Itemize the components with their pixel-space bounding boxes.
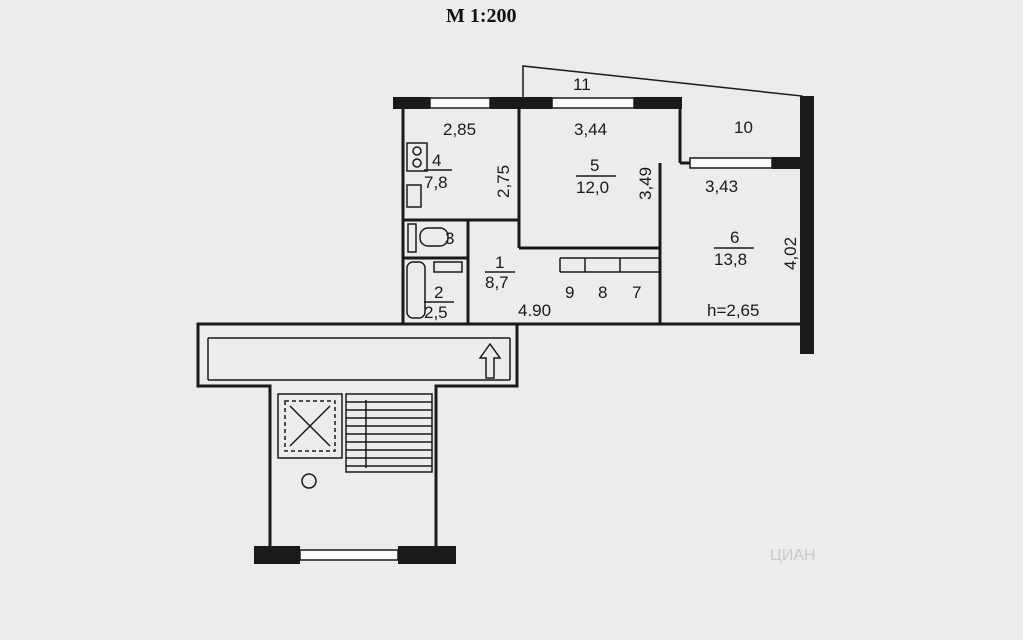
- room-5-number: 5: [590, 156, 599, 175]
- room-1-number: 1: [495, 253, 504, 272]
- room-9-number: 9: [565, 283, 574, 302]
- room-3-number: 3: [445, 229, 454, 248]
- entrance-arrow-icon: [478, 342, 502, 379]
- window-landing: [299, 549, 399, 561]
- room-6-number: 6: [730, 228, 739, 247]
- room-6-area: 13,8: [714, 250, 747, 269]
- elevator-shaft: [277, 393, 343, 459]
- room-6-width: 3,43: [705, 177, 738, 196]
- room-6-depth: 4,02: [781, 237, 800, 270]
- kitchen-sink-icon: [406, 184, 422, 208]
- window-kitchen: [429, 97, 491, 109]
- room-2-number: 2: [434, 283, 443, 302]
- room-11-number: 11: [573, 75, 591, 94]
- watermark: ЦИАН: [770, 547, 816, 564]
- balcony-wall: [800, 96, 814, 354]
- room-4-depth: 2,75: [494, 165, 513, 198]
- room-10-number: 10: [734, 118, 753, 137]
- ceiling-height: h=2,65: [707, 301, 759, 320]
- chute-icon: [301, 473, 317, 489]
- kitchen-stove-icon: [406, 142, 428, 172]
- toilet-icon: [407, 223, 449, 253]
- room-7-number: 7: [632, 283, 641, 302]
- room-2-area: 2,5: [424, 303, 448, 322]
- bathtub-icon: [406, 261, 463, 319]
- room-1-dim: 4.90: [518, 301, 551, 320]
- staircase: [345, 393, 433, 473]
- scale-label: M 1:200: [446, 5, 517, 27]
- room-4-width: 2,85: [443, 120, 476, 139]
- stair-landing: [196, 322, 519, 546]
- room-5-width: 3,44: [574, 120, 607, 139]
- window-room-5: [551, 97, 635, 109]
- room-5-depth: 3,49: [636, 167, 655, 200]
- room-1-area: 8,7: [485, 273, 509, 292]
- room-4-number: 4: [432, 151, 441, 170]
- room-4-area: 7,8: [424, 173, 448, 192]
- room-5-area: 12,0: [576, 178, 609, 197]
- window-room-6: [689, 157, 773, 169]
- room-8-number: 8: [598, 283, 607, 302]
